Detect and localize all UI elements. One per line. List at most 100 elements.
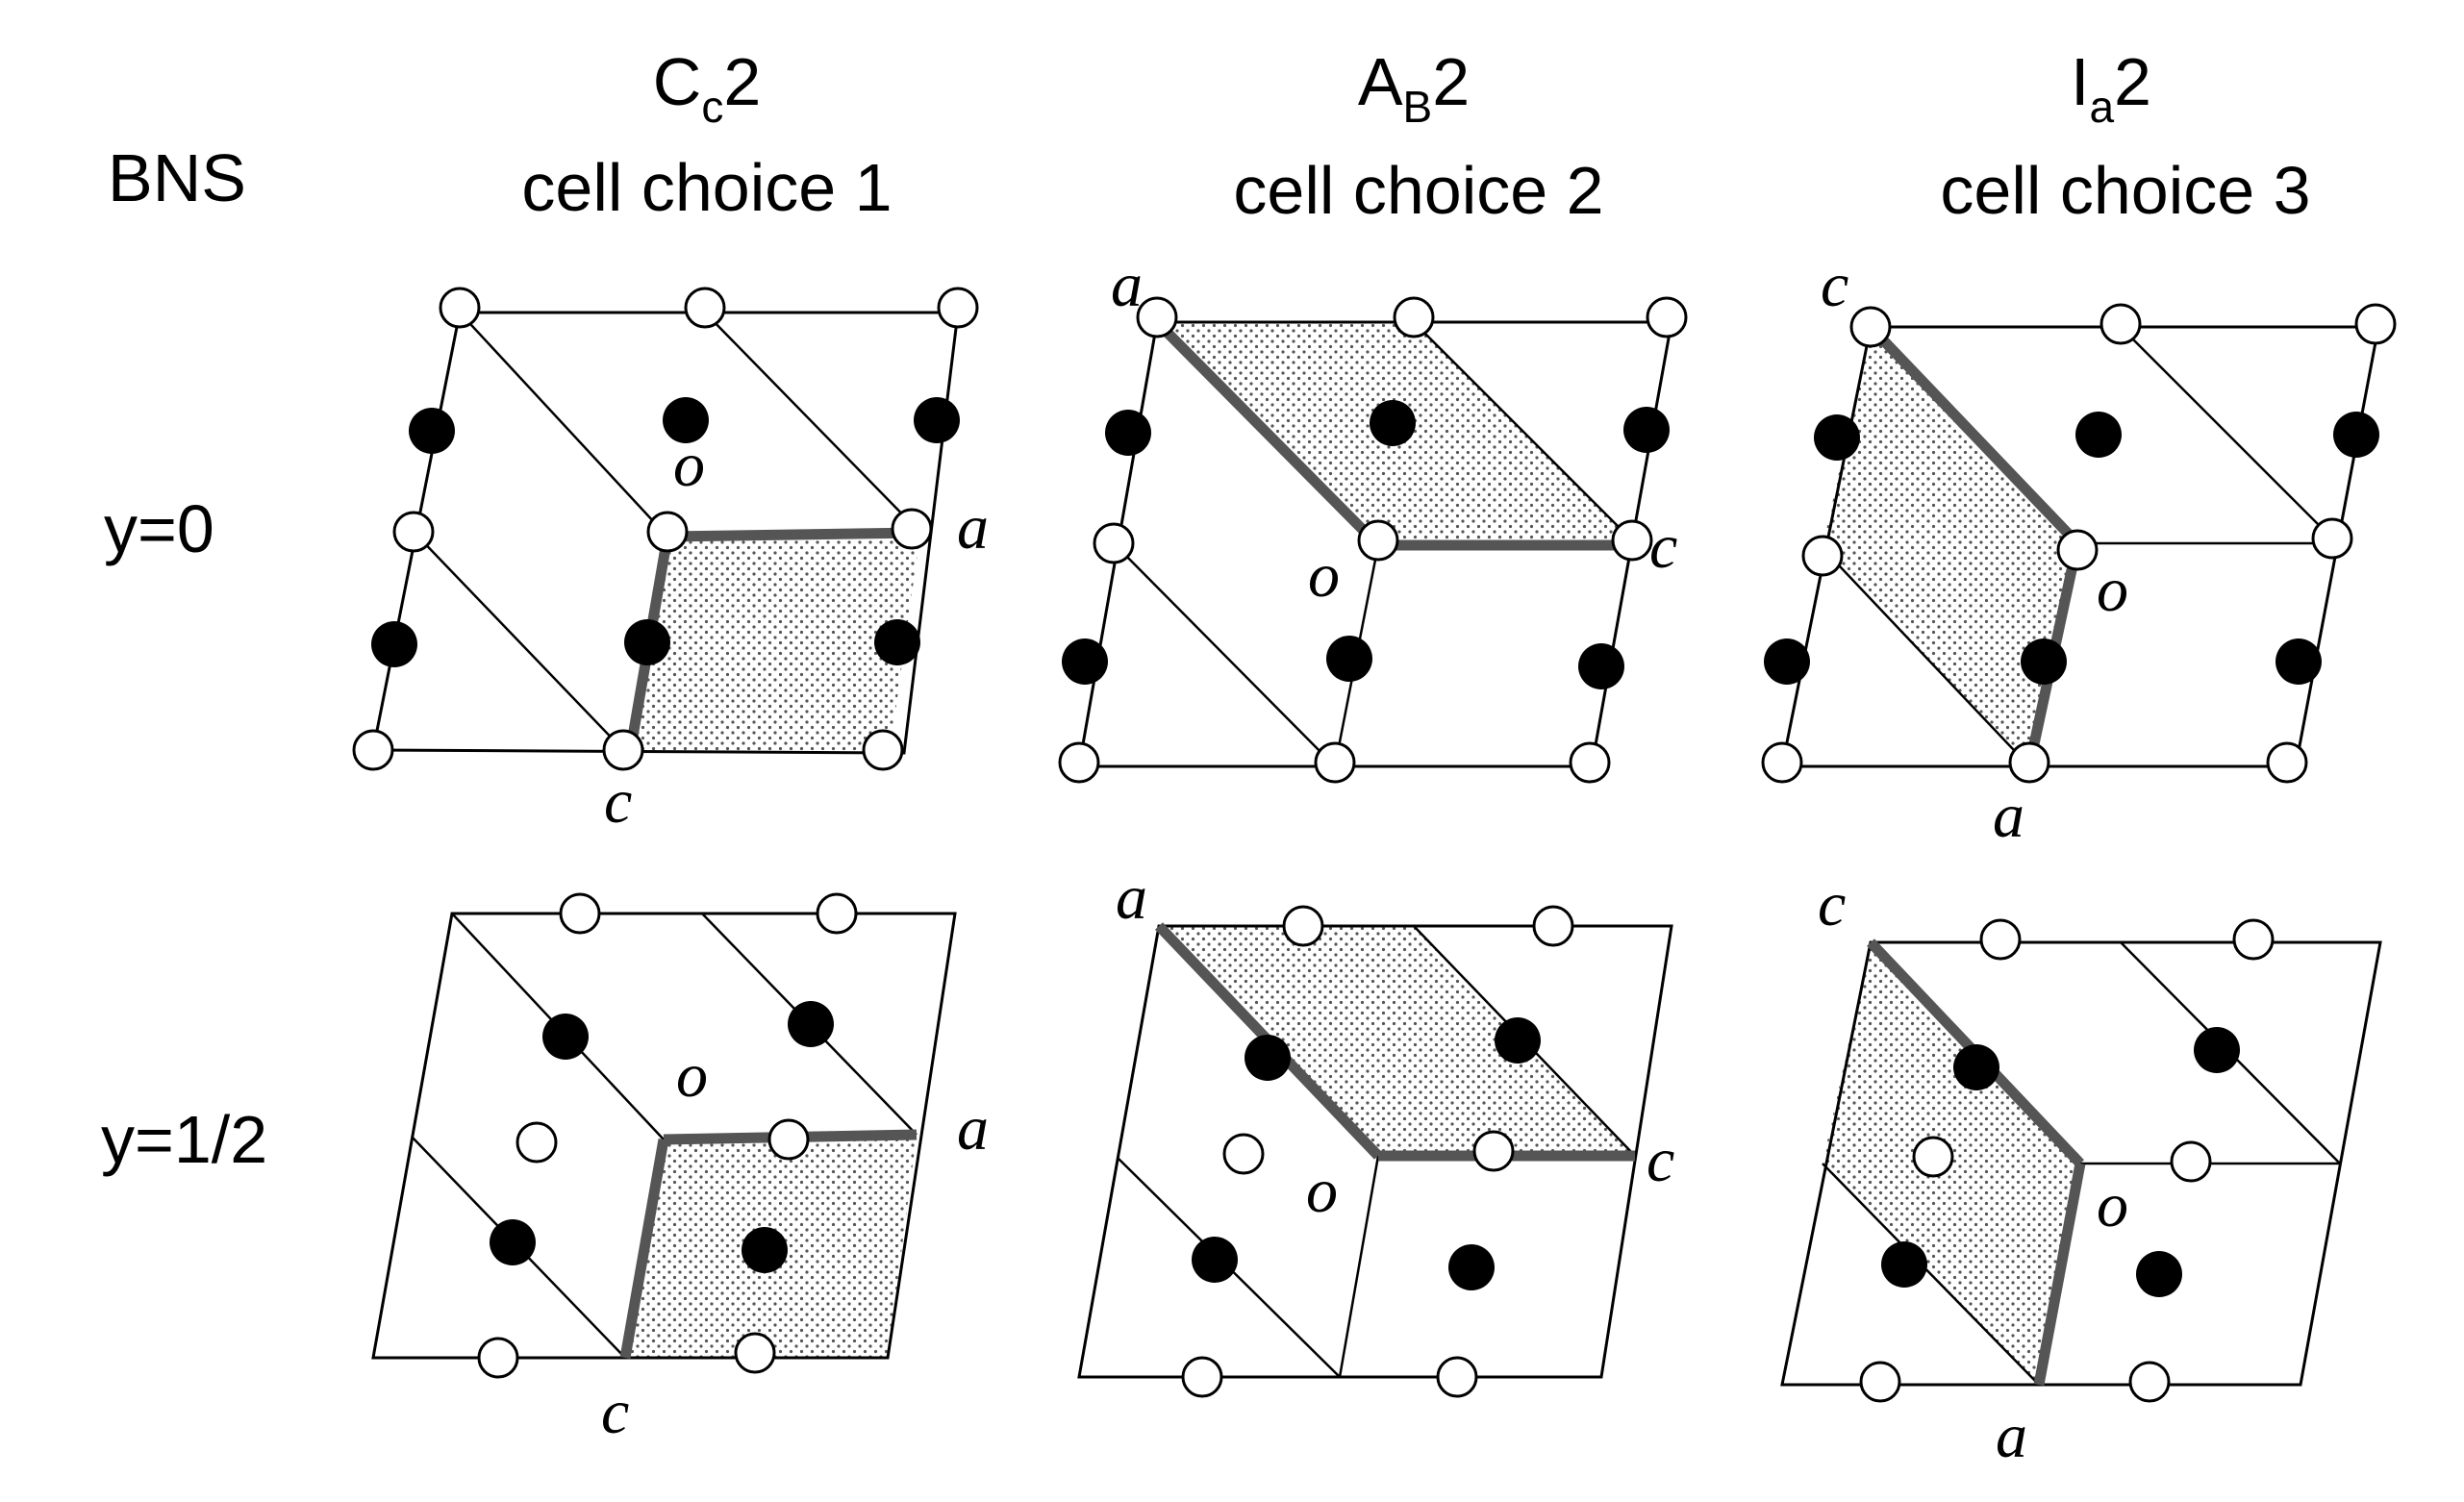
filled-atom — [1495, 1017, 1541, 1064]
panel-5: a o c — [1077, 863, 1674, 1398]
filled-atom — [2333, 412, 2379, 458]
symbol-tail: 2 — [723, 44, 762, 119]
open-atom — [1393, 296, 1435, 338]
filled-atom — [1326, 636, 1372, 682]
open-atom — [646, 511, 689, 553]
filled-atom — [371, 621, 417, 667]
filled-atom — [1370, 400, 1416, 446]
symbol-tail: 2 — [1432, 44, 1471, 119]
open-atom — [2170, 1140, 2212, 1183]
filled-atom — [1105, 410, 1151, 456]
open-atom — [2311, 517, 2353, 560]
shaded-cell — [630, 533, 920, 753]
row-label-y0: y=0 — [104, 491, 214, 566]
open-atom — [2008, 741, 2050, 784]
a-axis-line — [2033, 1162, 2086, 1387]
origin-label: o — [1308, 540, 1340, 611]
filled-atom — [409, 408, 455, 454]
filled-atom — [2075, 412, 2122, 458]
filled-atom — [1245, 1035, 1291, 1081]
open-atom — [1136, 296, 1178, 338]
column-3-cell-choice: cell choice 3 — [1940, 153, 2311, 228]
c-axis-label: c — [1818, 869, 1846, 939]
symbol-tail: 2 — [2114, 44, 2151, 119]
filled-atom — [1953, 1044, 1999, 1090]
column-1-cell-choice: cell choice 1 — [521, 150, 893, 225]
column-2-cell-choice: cell choice 2 — [1233, 153, 1604, 228]
panel-6: c o a — [1780, 869, 2382, 1471]
diagonal-line — [2120, 326, 2338, 544]
open-atom — [1282, 905, 1324, 947]
filled-atom — [1881, 1241, 1927, 1288]
cell-outline — [371, 912, 957, 1360]
open-atom — [684, 287, 726, 329]
c-axis-line — [1867, 323, 2081, 547]
symbol-subscript: B — [1402, 82, 1433, 132]
open-atom — [1093, 522, 1135, 564]
open-atom — [1532, 905, 1574, 947]
origin-label: o — [2097, 555, 2128, 625]
column-3-symbol: Ia2 — [2071, 48, 2151, 129]
open-atom — [2099, 303, 2142, 345]
open-atom — [1222, 1133, 1265, 1175]
open-atom — [1314, 741, 1356, 784]
open-atom — [1979, 918, 2022, 961]
open-atom — [1357, 519, 1399, 562]
diagonal-line — [1113, 542, 1336, 767]
filled-atom — [1192, 1237, 1238, 1283]
column-1-symbol: Cc2 — [653, 48, 762, 129]
filled-atom — [2275, 638, 2322, 685]
shaded-cell — [1823, 327, 2077, 766]
symbol-subscript: c — [701, 82, 724, 132]
filled-atom — [1578, 643, 1624, 689]
open-atom — [1472, 1130, 1515, 1172]
open-atom — [515, 1121, 558, 1164]
filled-atom — [914, 397, 960, 443]
open-atom — [1646, 296, 1688, 338]
a-axis-label: a — [1993, 781, 2024, 851]
open-atom — [2128, 1361, 2171, 1403]
open-atom — [392, 511, 435, 553]
a-axis-line — [1153, 318, 1382, 549]
open-atom — [816, 892, 858, 935]
panel-3: c o a — [1761, 250, 2397, 851]
filled-atom — [1814, 414, 1860, 461]
open-atom — [439, 287, 481, 329]
cell-outline — [371, 311, 960, 755]
c-axis-label: c — [1649, 512, 1677, 582]
open-atom — [2056, 529, 2099, 571]
symbol-main: C — [652, 44, 702, 119]
open-atom — [2354, 303, 2397, 345]
filled-atom — [2136, 1251, 2182, 1297]
panel-2: a o c — [1058, 250, 1688, 784]
origin-label: o — [673, 430, 705, 500]
filled-atom — [2021, 638, 2067, 685]
open-atom — [734, 1332, 776, 1374]
filled-atom — [2194, 1027, 2240, 1073]
c-axis-label: c — [601, 1377, 629, 1447]
filled-atom — [1062, 638, 1108, 685]
filled-atom — [1448, 1244, 1495, 1290]
diagonal-line — [1822, 547, 2030, 767]
cell-edge — [1413, 321, 1638, 546]
filled-atom — [1623, 407, 1670, 453]
open-atom — [559, 892, 601, 935]
symbol-main: I — [2071, 44, 2090, 119]
row-header-bns: BNS — [108, 140, 246, 215]
filled-atom — [663, 397, 709, 443]
column-2-symbol: AB2 — [1358, 48, 1470, 129]
open-atom — [1611, 519, 1653, 562]
open-atom — [1849, 306, 1892, 348]
row-label-y-half: y=1/2 — [101, 1102, 268, 1177]
filled-atom — [490, 1219, 536, 1265]
a-axis-line — [666, 527, 921, 542]
a-axis-label: a — [1996, 1401, 2027, 1471]
open-atom — [1436, 1356, 1478, 1398]
open-atom — [2232, 918, 2275, 961]
open-atom — [1569, 741, 1611, 784]
origin-label: o — [676, 1040, 708, 1111]
open-atom — [477, 1337, 519, 1379]
filled-atom — [624, 619, 670, 665]
symbol-main: A — [1357, 44, 1403, 119]
